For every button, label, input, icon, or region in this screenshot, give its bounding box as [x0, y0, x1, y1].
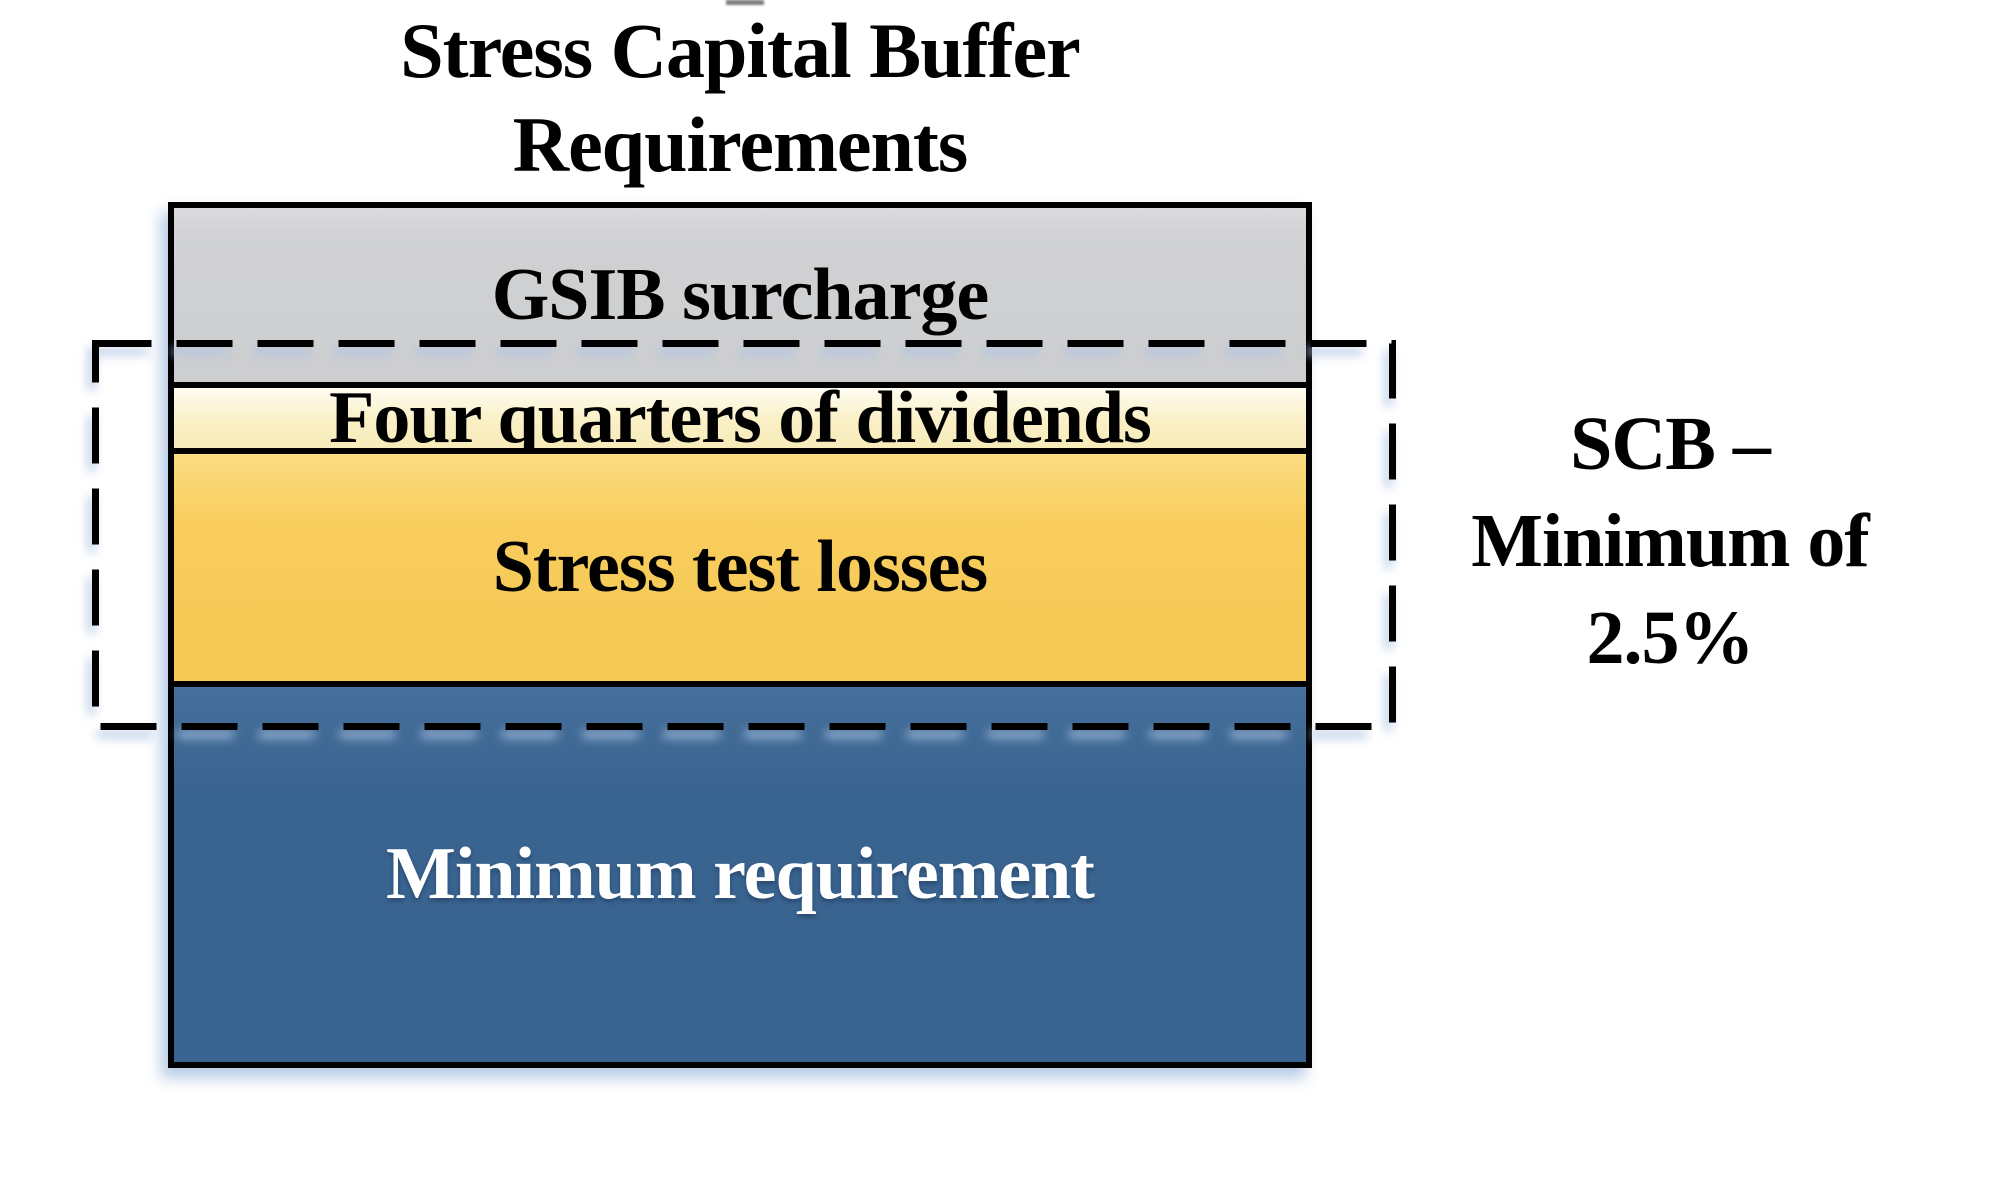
page-title: Stress Capital Buffer Requirements: [240, 4, 1240, 192]
page-title-line2: Requirements: [512, 101, 969, 188]
top-edge-artifact: [726, 0, 764, 5]
segment-minimum-requirement-label: Minimum requirement: [386, 833, 1095, 915]
scb-annotation: SCB – Minimum of 2.5%: [1460, 396, 1880, 687]
page-title-line1: Stress Capital Buffer: [400, 7, 1081, 94]
scb-dashed-bracket: [92, 340, 1396, 730]
scb-annotation-line3: 2.5%: [1586, 596, 1755, 680]
segment-four-quarters-dividends-label: Four quarters of dividends: [329, 376, 1152, 459]
scb-annotation-line1: SCB –: [1570, 402, 1771, 486]
scb-annotation-line2: Minimum of: [1471, 499, 1869, 583]
segment-gsib-surcharge-label: GSIB surcharge: [491, 253, 990, 336]
segment-stress-test-losses: Stress test losses: [174, 454, 1306, 687]
segment-stress-test-losses-label: Stress test losses: [492, 526, 988, 608]
segment-gsib-surcharge: GSIB surcharge: [174, 208, 1306, 388]
segment-minimum-requirement: Minimum requirement: [174, 687, 1306, 1062]
segment-four-quarters-dividends: Four quarters of dividends: [174, 377, 1306, 459]
stacked-capital-bar: GSIB surcharge Four quarters of dividend…: [168, 202, 1312, 1068]
